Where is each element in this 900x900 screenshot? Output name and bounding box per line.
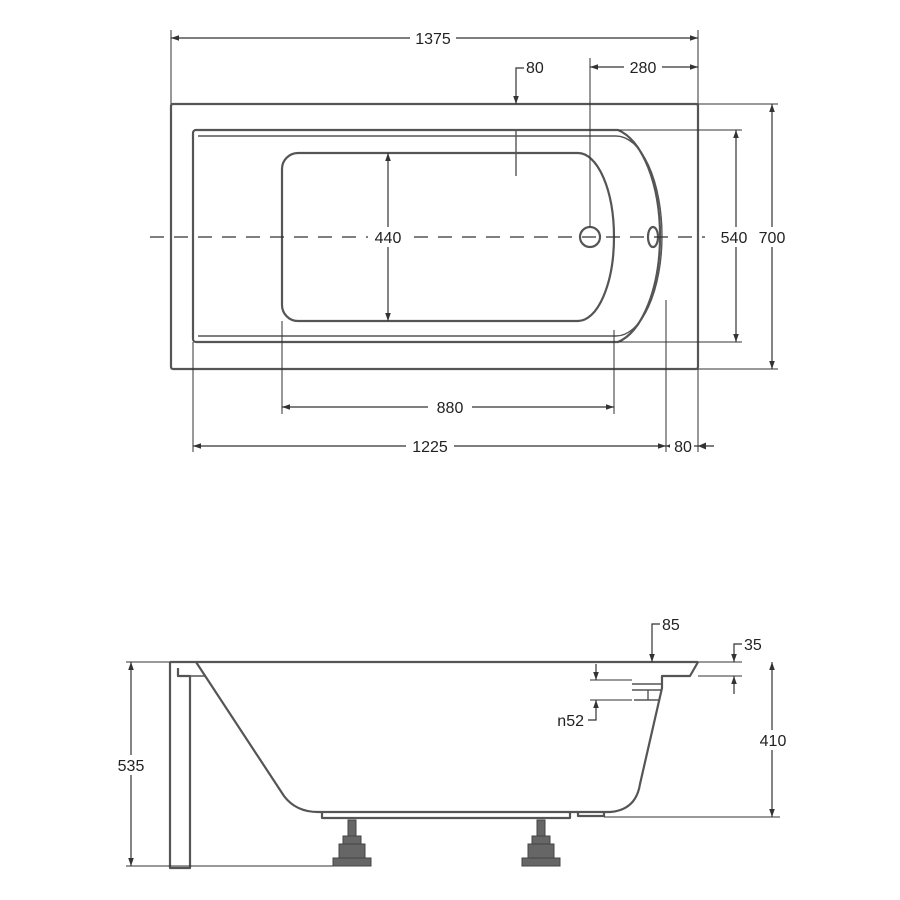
inner-basin-curve-offset (615, 135, 663, 337)
tub-body-profile (195, 661, 699, 814)
dim-inner-length: 1225 (412, 439, 448, 456)
dim-overflow-label: n52 (557, 713, 584, 730)
outer-rim (169, 102, 700, 371)
top-view: 1375 80 280 440 540 700 880 (150, 28, 794, 456)
dim-inner-width: 540 (721, 230, 748, 247)
dim-rim-thickness: 35 (744, 637, 762, 654)
dim-inner-depth: 410 (760, 733, 787, 750)
dim-rim-end: 80 (674, 439, 692, 456)
overflow-fitting (632, 683, 662, 701)
inner-basin-edge-offset (198, 135, 616, 337)
base-plate (320, 812, 606, 820)
dim-overall-length: 1375 (415, 31, 451, 48)
dim-drain-to-end: 280 (630, 60, 657, 77)
dim-bottom-width: 440 (375, 230, 402, 247)
dim-rim-step: 85 (662, 617, 680, 634)
leg-right (521, 819, 561, 867)
end-panel (168, 662, 192, 870)
dim-overall-height: 535 (118, 758, 145, 775)
dim-bottom-length: 880 (437, 400, 464, 417)
dim-overflow-inset: 80 (526, 60, 544, 77)
tub-bottom (280, 151, 616, 323)
leg-left (332, 819, 372, 867)
dim-overall-width: 700 (759, 230, 786, 247)
side-view: 85 35 n52 410 535 (114, 617, 794, 870)
